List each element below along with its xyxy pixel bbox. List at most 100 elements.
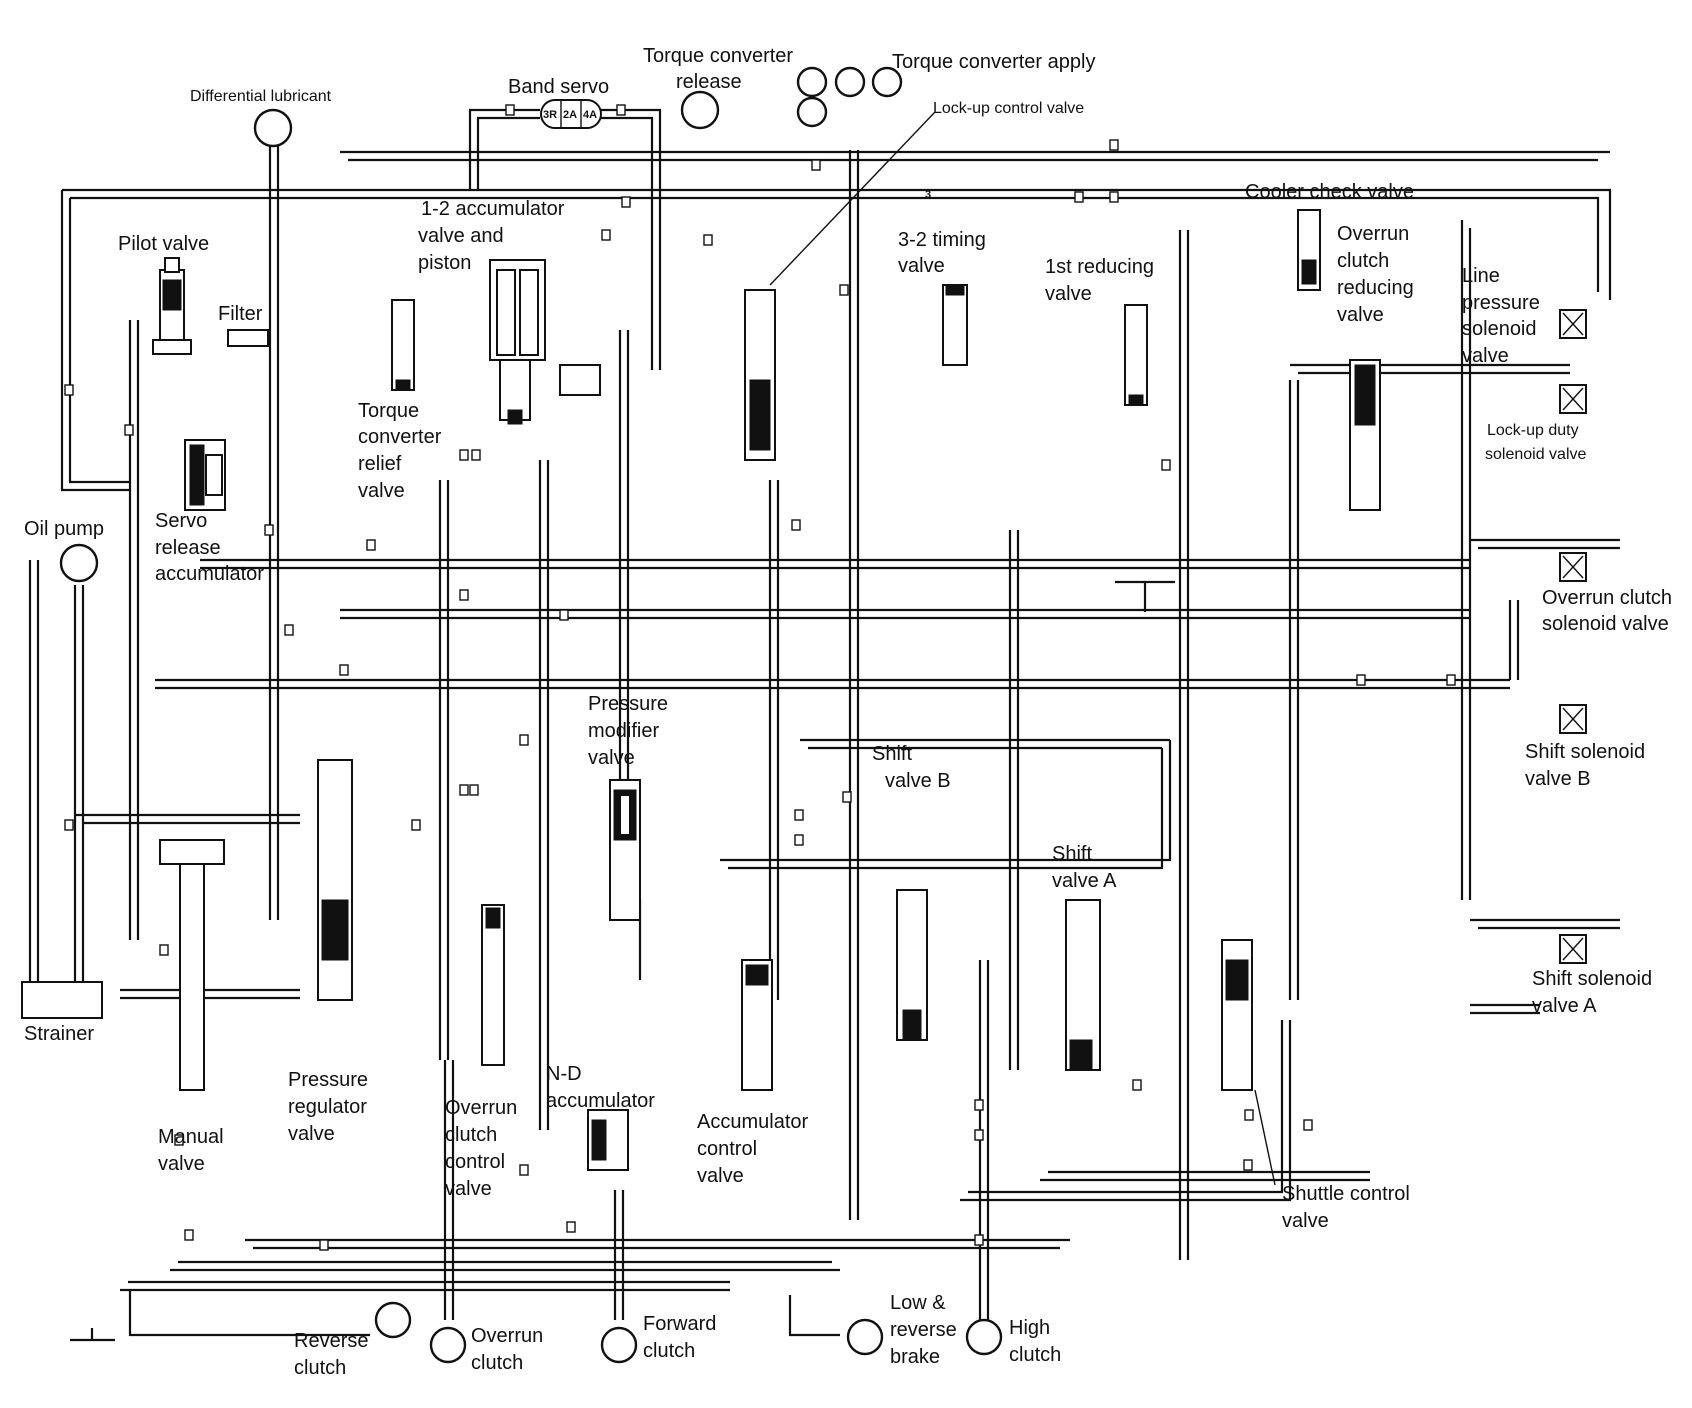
- shift-solenoid-b-icon: [1559, 704, 1587, 734]
- manual-valve-body: [159, 839, 225, 1091]
- label-lockup-duty-1: Lock-up duty: [1487, 422, 1579, 439]
- label-tc-release-1: Torque converter: [643, 45, 793, 67]
- label-pressure-modifier-1: Pressure: [588, 693, 668, 715]
- label-low-reverse-brake-1: Low &: [890, 1292, 946, 1314]
- label-band-servo-port-2a: 2A: [563, 109, 577, 121]
- label-shuttle-control-2: valve: [1282, 1210, 1329, 1232]
- pilot-valve-body: [152, 257, 192, 355]
- torque-converter-apply-port-4: [796, 96, 828, 128]
- drain-symbol: [70, 1328, 115, 1342]
- label-overrun-control-1: Overrun: [445, 1097, 517, 1119]
- label-manual-valve-1: Manual: [158, 1126, 224, 1148]
- label-overrun-reducing-4: valve: [1337, 304, 1384, 326]
- plug-symbol: [1115, 580, 1175, 612]
- overrun-clutch-solenoid-icon: [1559, 552, 1587, 582]
- label-acc-control-2: control: [697, 1138, 757, 1160]
- label-band-servo-port-4a: 4A: [583, 109, 597, 121]
- label-shift-solenoid-b-2: valve B: [1525, 768, 1591, 790]
- label-reverse-clutch-2: clutch: [294, 1357, 346, 1379]
- label-overrun-solenoid-1: Overrun clutch: [1542, 587, 1672, 609]
- label-timing-3-2-2: valve: [898, 255, 945, 277]
- label-manual-valve-2: valve: [158, 1153, 205, 1175]
- label-overrun-reducing-2: clutch: [1337, 250, 1389, 272]
- overrun-clutch-port: [429, 1326, 467, 1364]
- label-lockup-duty-2: solenoid valve: [1485, 446, 1587, 463]
- label-line-pressure-4: valve: [1462, 345, 1509, 367]
- label-shift-valve-b-1: Shift: [872, 743, 912, 765]
- label-shuttle-control-1: Shuttle control: [1282, 1183, 1410, 1205]
- label-overrun-control-4: valve: [445, 1178, 492, 1200]
- label-oil-pump: Oil pump: [24, 518, 104, 540]
- label-band-servo: Band servo: [508, 76, 609, 98]
- label-line-pressure-3: solenoid: [1462, 318, 1537, 340]
- high-clutch-port: [965, 1318, 1003, 1356]
- label-servo-release-2: release: [155, 537, 221, 559]
- label-pilot-valve: Pilot valve: [118, 233, 209, 255]
- label-differential-lubricant: Differential lubricant: [190, 88, 332, 105]
- label-tc-relief-4: valve: [358, 480, 405, 502]
- label-nd-accumulator-2: accumulator: [546, 1090, 655, 1112]
- label-pressure-modifier-3: valve: [588, 747, 635, 769]
- shift-valve-b-body: [896, 889, 928, 1041]
- servo-release-accumulator-body: [184, 439, 226, 511]
- torque-converter-apply-port-2: [834, 66, 866, 98]
- label-reverse-clutch-1: Reverse: [294, 1330, 368, 1352]
- label-tc-relief-2: converter: [358, 426, 442, 448]
- label-tc-relief-3: relief: [358, 453, 402, 475]
- overrun-clutch-reducing-valve-body: [1349, 359, 1381, 511]
- label-overrun-control-2: clutch: [445, 1124, 497, 1146]
- label-filter: Filter: [218, 303, 263, 325]
- pressure-modifier-valve-body: [609, 779, 641, 921]
- label-forward-clutch-2: clutch: [643, 1340, 695, 1362]
- label-pressure-regulator-3: valve: [288, 1123, 335, 1145]
- torque-converter-apply-port-3: [871, 66, 903, 98]
- label-overrun-clutch-2: clutch: [471, 1352, 523, 1374]
- label-line-pressure-2: pressure: [1462, 292, 1540, 314]
- shuttle-control-valve-body: [1221, 939, 1253, 1091]
- torque-converter-relief-valve-body: [391, 299, 415, 391]
- label-acc-1-2-3: piston: [418, 252, 471, 274]
- label-acc-1-2-2: valve and: [418, 225, 504, 247]
- label-acc-control-3: valve: [697, 1165, 744, 1187]
- label-timing-3-2-1: 3-2 timing: [898, 229, 986, 251]
- label-band-servo-port-3r: 3R: [543, 109, 557, 121]
- forward-clutch-port: [600, 1326, 638, 1364]
- label-first-reducing-2: valve: [1045, 283, 1092, 305]
- shift-solenoid-a-icon: [1559, 934, 1587, 964]
- reverse-clutch-port: [374, 1301, 412, 1339]
- label-forward-clutch-1: Forward: [643, 1313, 716, 1335]
- label-nd-accumulator-1: N-D: [546, 1063, 582, 1085]
- label-lockup-control-valve: Lock-up control valve: [933, 100, 1084, 117]
- label-overrun-solenoid-2: solenoid valve: [1542, 613, 1669, 635]
- first-reducing-valve-body: [1124, 304, 1148, 406]
- label-overrun-control-3: control: [445, 1151, 505, 1173]
- label-shift-solenoid-b-1: Shift solenoid: [1525, 741, 1645, 763]
- nd-accumulator-body: [587, 1109, 629, 1171]
- torque-converter-apply-port-1: [796, 66, 828, 98]
- label-acc-control-1: Accumulator: [697, 1111, 808, 1133]
- label-high-clutch-1: High: [1009, 1317, 1050, 1339]
- label-cooler-check-valve: Cooler check valve: [1245, 181, 1414, 203]
- label-pressure-modifier-2: modifier: [588, 720, 659, 742]
- accumulator-control-valve-body: [741, 959, 773, 1091]
- port-circles: [253, 66, 1003, 1364]
- overrun-clutch-control-valve-body: [481, 904, 505, 1066]
- label-servo-release-1: Servo: [155, 510, 207, 532]
- label-tc-release-2: release: [676, 71, 742, 93]
- label-overrun-reducing-1: Overrun: [1337, 223, 1409, 245]
- label-shift-solenoid-a-1: Shift solenoid: [1532, 968, 1652, 990]
- strainer-box: [21, 981, 103, 1019]
- label-timing-3-mark: 3: [925, 189, 931, 201]
- label-shift-solenoid-a-2: valve A: [1532, 995, 1597, 1017]
- shift-valve-a-body: [1065, 899, 1101, 1071]
- differential-lubricant-port: [253, 108, 293, 148]
- shuttle-control-leader: [1254, 1089, 1276, 1186]
- label-shift-valve-a-2: valve A: [1052, 870, 1117, 892]
- timing-3-2-valve-body: [942, 284, 968, 366]
- label-low-reverse-brake-3: brake: [890, 1346, 940, 1368]
- label-servo-release-3: accumulator: [155, 563, 264, 585]
- label-shift-valve-a-1: Shift: [1052, 843, 1092, 865]
- cooler-check-valve-body: [1297, 209, 1321, 291]
- label-line-pressure-1: Line: [1462, 265, 1500, 287]
